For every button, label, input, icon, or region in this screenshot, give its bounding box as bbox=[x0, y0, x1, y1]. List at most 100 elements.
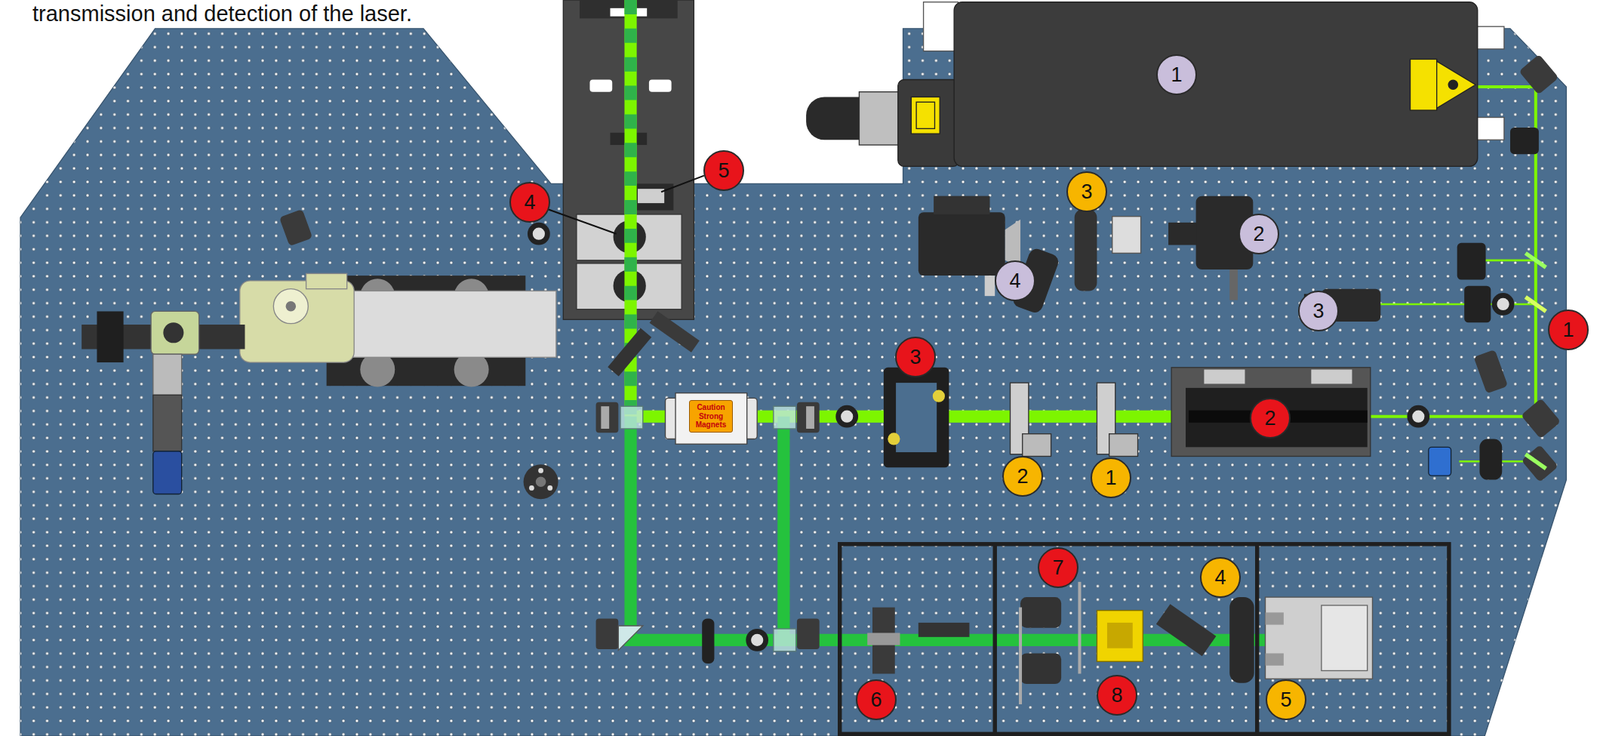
mirror-mounts-part bbox=[1525, 252, 1546, 268]
mirror-mounts-part bbox=[1521, 444, 1559, 483]
mirror-mounts bbox=[279, 54, 1561, 652]
callout-number: 2 bbox=[1249, 397, 1291, 439]
detection-enclosure-part bbox=[1018, 607, 1022, 705]
mirror-mounts-part bbox=[773, 628, 797, 652]
irises-part bbox=[701, 618, 714, 664]
callout-number: 4 bbox=[509, 181, 551, 223]
callout-number: 4 bbox=[1200, 556, 1241, 598]
callout-number: 1 bbox=[1156, 54, 1197, 96]
irises-part bbox=[840, 410, 853, 423]
callout-number: 5 bbox=[1265, 679, 1307, 720]
laser-head-part bbox=[1410, 58, 1437, 111]
callout-number: 3 bbox=[1298, 290, 1339, 332]
detection-enclosure-part bbox=[918, 622, 970, 637]
laser-head-part bbox=[1475, 26, 1505, 50]
faraday-isolator-part bbox=[675, 393, 748, 445]
spectrometer-part bbox=[347, 290, 557, 357]
laser-beam-part bbox=[777, 416, 790, 647]
mirror-mounts-part bbox=[279, 209, 313, 247]
mirror-mounts-part bbox=[620, 406, 644, 429]
mirror-mounts-part bbox=[796, 402, 820, 434]
detection-enclosure-part bbox=[1077, 581, 1081, 674]
laser-beam-part bbox=[624, 416, 637, 647]
irises-part bbox=[649, 310, 700, 352]
spectrometer bbox=[81, 273, 557, 494]
irises-part bbox=[1479, 438, 1502, 480]
leader-lines bbox=[547, 175, 705, 234]
modulator-and-optics-part bbox=[1074, 209, 1098, 291]
caption-note: transmission and detection of the laser. bbox=[32, 2, 413, 27]
spectrometer-part bbox=[153, 394, 182, 451]
callout-number: 3 bbox=[895, 336, 936, 378]
mirror-mounts-part bbox=[1525, 454, 1546, 469]
modulator-and-optics-part bbox=[1185, 387, 1368, 447]
spectrometer-part bbox=[163, 322, 184, 343]
mirror-mounts-part bbox=[1510, 127, 1539, 154]
modulator-and-optics-part bbox=[895, 382, 937, 453]
modulator-and-optics-part bbox=[933, 196, 990, 215]
detection-enclosure-part bbox=[1107, 622, 1133, 649]
callout-number: 1 bbox=[1090, 457, 1132, 499]
mirror-mounts-part bbox=[618, 625, 643, 650]
warning-text: Caution Strong Magnets bbox=[692, 403, 730, 430]
irises-part bbox=[535, 476, 547, 488]
spectrometer-part bbox=[153, 353, 182, 395]
irises-part bbox=[1457, 243, 1487, 280]
detection-enclosure-part bbox=[1229, 596, 1254, 684]
irises-part bbox=[1496, 298, 1509, 311]
detection-enclosure-part bbox=[993, 544, 997, 735]
modulator-and-optics-part bbox=[918, 212, 1006, 276]
detection-enclosure-part bbox=[840, 544, 1450, 735]
vertical-rail-part bbox=[637, 188, 665, 204]
irises-part bbox=[607, 328, 652, 377]
laser-head-part bbox=[923, 2, 959, 52]
laser-head-part bbox=[1436, 61, 1476, 108]
modulator-and-optics-part bbox=[984, 275, 996, 296]
mirror-mounts-part bbox=[796, 618, 820, 650]
leader-lines-part bbox=[661, 175, 705, 193]
detection-enclosure-part bbox=[1265, 652, 1284, 665]
irises-part bbox=[547, 485, 553, 491]
laser-beam bbox=[624, 0, 1536, 647]
modulator-and-optics bbox=[883, 196, 1381, 468]
callout-number: 1 bbox=[1547, 309, 1589, 351]
modulator-and-optics-part bbox=[1203, 369, 1245, 385]
modulator-and-optics-part bbox=[1229, 269, 1238, 301]
detection-enclosure-part bbox=[1265, 596, 1373, 679]
irises-part bbox=[523, 464, 559, 499]
detection-enclosure-part bbox=[1265, 612, 1284, 625]
laser-head-part bbox=[910, 96, 940, 134]
callout-number: 8 bbox=[1096, 674, 1138, 716]
laser-head-part bbox=[1475, 117, 1505, 141]
irises-part bbox=[745, 628, 769, 652]
mirror-mounts-part bbox=[600, 406, 610, 429]
callout-number: 7 bbox=[1037, 547, 1079, 588]
modulator-and-optics-part bbox=[1171, 367, 1371, 457]
warning-label: Caution Strong Magnets bbox=[689, 400, 733, 433]
detection-enclosure-part bbox=[1020, 652, 1062, 684]
modulator-and-optics-part bbox=[1112, 216, 1142, 254]
callout-number: 2 bbox=[1238, 213, 1280, 255]
detection-enclosure-part bbox=[1096, 610, 1143, 662]
modulator-and-optics-part bbox=[883, 367, 950, 468]
irises-part bbox=[1492, 292, 1515, 316]
laser-beam-part bbox=[1367, 415, 1536, 419]
spectrometer-part bbox=[286, 301, 297, 312]
laser-beam-part bbox=[630, 633, 1325, 647]
modulator-and-optics-part bbox=[932, 390, 945, 403]
irises-part bbox=[1428, 446, 1452, 476]
mirror-mounts-part bbox=[773, 406, 797, 429]
vertical-rail-part bbox=[649, 79, 672, 92]
spectrometer-part bbox=[240, 280, 354, 363]
modulator-and-optics-part bbox=[1310, 369, 1352, 385]
irises-part bbox=[1464, 286, 1491, 324]
callout-number: 6 bbox=[855, 679, 897, 720]
irises-part bbox=[532, 227, 545, 240]
mirror-mounts-part bbox=[1473, 349, 1509, 394]
leader-lines-part bbox=[547, 209, 617, 234]
laser-head-part bbox=[916, 101, 935, 129]
spectrometer-part bbox=[96, 310, 124, 363]
